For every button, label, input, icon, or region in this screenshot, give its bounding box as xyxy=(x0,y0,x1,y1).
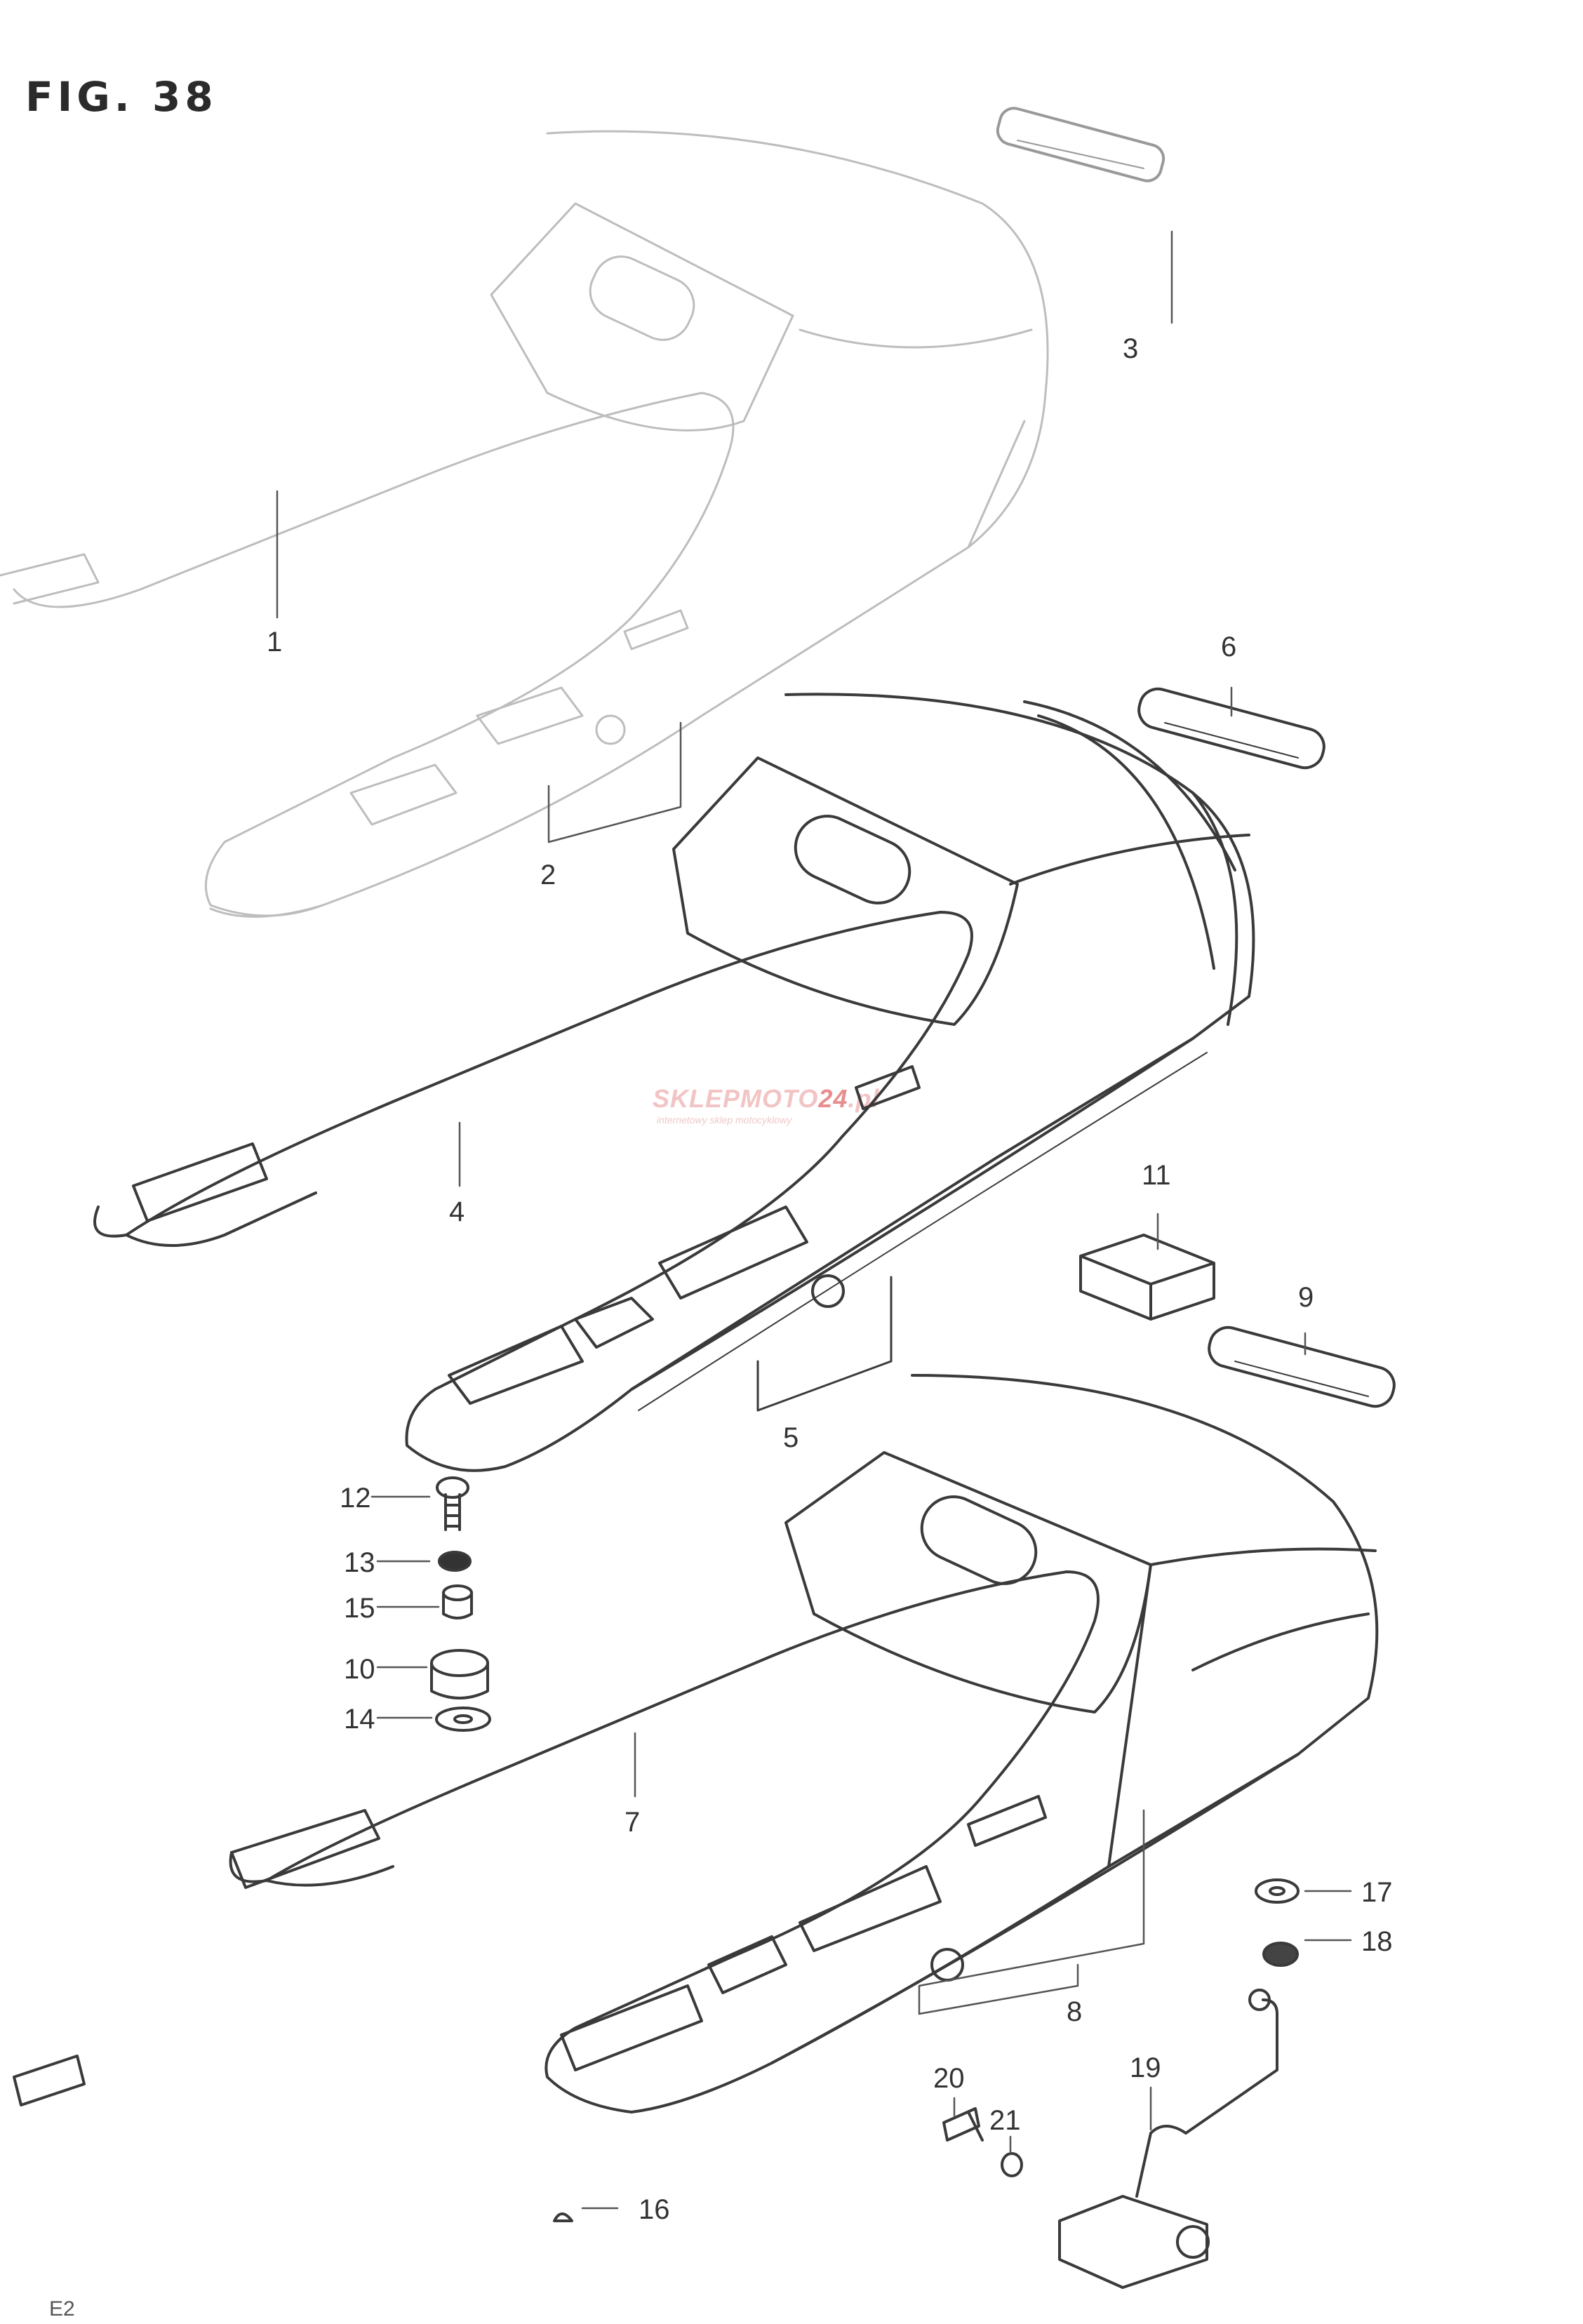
callout-3: 3 xyxy=(1123,333,1138,364)
callout-16: 16 xyxy=(639,2194,670,2225)
callout-20: 20 xyxy=(933,2063,965,2094)
callout-5: 5 xyxy=(783,1422,799,1453)
leader-lines xyxy=(276,230,1352,2210)
emblem-6 xyxy=(1137,687,1325,770)
watermark-tagline: internetowy sklep motocyklowy xyxy=(657,1114,792,1126)
callout-8: 8 xyxy=(1067,1996,1082,2027)
tail-cover-7 xyxy=(229,1374,1379,2113)
callout-15: 15 xyxy=(344,1593,375,1624)
screw-20 xyxy=(942,2107,984,2142)
callout-21: 21 xyxy=(989,2105,1021,2136)
nut-21 xyxy=(1001,2152,1023,2177)
tail-cover-1 xyxy=(0,130,1049,918)
callout-13: 13 xyxy=(344,1547,375,1578)
nut-13 xyxy=(438,1551,472,1572)
corner-code: E2 xyxy=(49,2297,75,2320)
callout-labels: 1 2 3 4 5 6 7 8 9 10 11 12 13 14 15 16 1… xyxy=(49,333,1393,2320)
figure-title: FIG. 38 xyxy=(25,73,218,121)
tail-cover-4 xyxy=(93,693,1255,1472)
callout-18: 18 xyxy=(1361,1926,1393,1957)
corner-mark xyxy=(13,2055,86,2106)
callout-6: 6 xyxy=(1221,632,1236,662)
watermark-logo: SKLEPMOTO24.pl xyxy=(653,1084,879,1114)
callout-11: 11 xyxy=(1142,1160,1171,1191)
callout-12: 12 xyxy=(340,1483,371,1514)
watermark-brand-accent: 24 xyxy=(818,1084,848,1113)
grommet-18 xyxy=(1262,1942,1299,1967)
callout-17: 17 xyxy=(1361,1877,1393,1908)
callout-7: 7 xyxy=(624,1807,640,1838)
label-5 xyxy=(756,1276,893,1412)
collar-15 xyxy=(442,1584,473,1620)
callout-1: 1 xyxy=(267,627,282,657)
washer-17 xyxy=(1255,1878,1300,1904)
callout-2: 2 xyxy=(540,860,556,890)
pad-11 xyxy=(1079,1234,1215,1321)
callout-14: 14 xyxy=(344,1704,375,1735)
callout-9: 9 xyxy=(1298,1282,1314,1313)
watermark-brand: SKLEPMOTO xyxy=(653,1084,819,1113)
callout-4: 4 xyxy=(449,1196,465,1227)
emblem-9 xyxy=(1208,1325,1396,1408)
cushion-10 xyxy=(430,1649,489,1699)
screw-12 xyxy=(436,1476,469,1531)
cap-16 xyxy=(553,2212,573,2222)
emblem-3 xyxy=(996,107,1165,182)
callout-10: 10 xyxy=(344,1654,375,1685)
lock-bracket-19 xyxy=(1058,1989,1278,2289)
washer-14 xyxy=(435,1707,491,1732)
callout-19: 19 xyxy=(1130,2052,1161,2083)
